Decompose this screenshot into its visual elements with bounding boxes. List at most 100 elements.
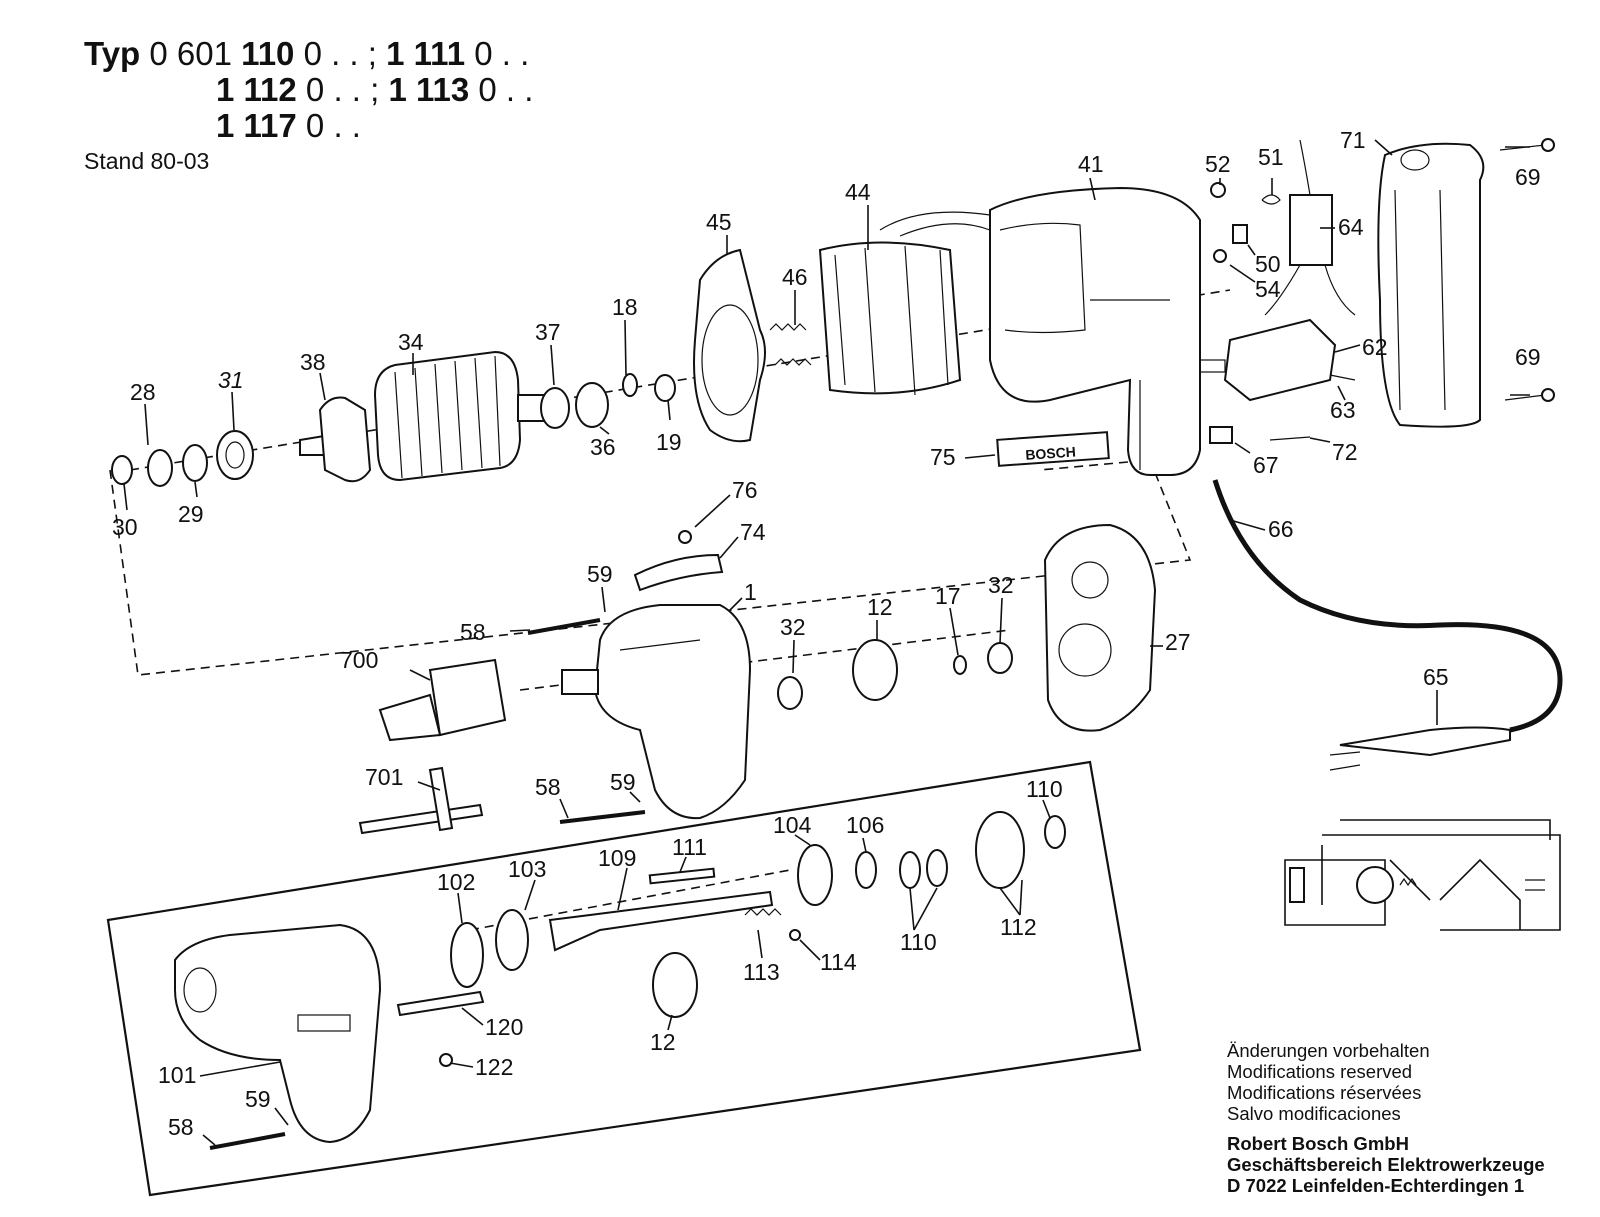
drill-chuck [378, 658, 507, 742]
part-label: 74 [740, 519, 766, 545]
suppressor [1289, 194, 1333, 266]
company-name: Robert Bosch GmbH [1227, 1133, 1409, 1154]
part-label: 32 [780, 614, 806, 640]
field-coil [818, 211, 991, 396]
type-prefix: 0 601 [149, 35, 242, 72]
part-label: 38 [300, 349, 326, 375]
part-label: 106 [846, 812, 884, 838]
company-address: Robert Bosch GmbH Geschäftsbereich Elekt… [1227, 1133, 1545, 1196]
type-suffix: 0 . . [296, 107, 361, 144]
part-label: 66 [1268, 516, 1294, 542]
part-label: 12 [867, 594, 893, 620]
ball-114 [789, 929, 801, 941]
gear-housing [561, 604, 752, 820]
type-code: 1 117 [216, 107, 297, 144]
handle [1377, 142, 1485, 428]
part-label: 104 [773, 812, 812, 838]
part-label: 110 [900, 929, 937, 955]
armature [299, 350, 547, 482]
part-label: 701 [365, 764, 403, 790]
washer-29 [182, 444, 208, 482]
part-label: 44 [845, 179, 871, 205]
part-label: 101 [158, 1062, 196, 1088]
type-code: 1 112 [216, 71, 297, 108]
part-label: 41 [1078, 151, 1104, 177]
part-label: 58 [168, 1114, 194, 1140]
fan-baffle [693, 248, 766, 443]
screw-58 [527, 618, 601, 635]
part-label: 18 [612, 294, 638, 320]
screw-58 [209, 1132, 286, 1150]
part-label: 54 [1255, 276, 1281, 302]
gear-12 [852, 639, 898, 701]
leader-lines [123, 139, 1530, 1146]
part-label: 111 [672, 834, 707, 860]
part-label: 113 [743, 959, 780, 985]
part-label: 114 [820, 949, 857, 975]
bearing-32 [987, 642, 1013, 674]
part-label: 30 [112, 514, 138, 540]
power-cable [1212, 479, 1563, 733]
type-code: 110 [241, 35, 295, 72]
switch [1223, 318, 1337, 402]
part-label: 37 [535, 319, 561, 345]
circlip-110 [1044, 815, 1066, 849]
felt-ring-102 [450, 922, 484, 988]
bosch-nameplate [996, 431, 1110, 467]
part-label: 69 [1515, 164, 1541, 190]
alternative-gear-box-frame [106, 760, 1142, 1197]
circlip-110 [899, 851, 921, 889]
part-label: 110 [1026, 776, 1063, 802]
screw-52 [1210, 182, 1226, 198]
screw-58 [559, 810, 646, 824]
type-line-2: 1 112 0 . . ; 1 113 0 . . [84, 72, 533, 108]
part-label: 112 [1000, 914, 1037, 940]
type-line-1: Typ 0 601 110 0 . . ; 1 111 0 . . [84, 36, 533, 72]
motor-housing [989, 186, 1226, 476]
part-label: 103 [508, 856, 546, 882]
part-label: 27 [1165, 629, 1191, 655]
cover-plate-74 [633, 553, 724, 592]
part-label: 58 [460, 619, 486, 645]
washer-17 [953, 655, 967, 675]
bearing-32 [777, 676, 803, 710]
note-line: Salvo modificaciones [1227, 1103, 1401, 1124]
screw-76 [678, 530, 692, 544]
part-label: 62 [1362, 334, 1388, 360]
part-label: 69 [1515, 344, 1541, 370]
note-line: Änderungen vorbehalten [1227, 1040, 1430, 1061]
spring-icon [744, 908, 782, 916]
part-label: 64 [1338, 214, 1364, 240]
chuck-key [358, 803, 484, 835]
gearbox-cover [1043, 523, 1157, 732]
washer-28 [147, 449, 173, 487]
type-code: 1 111 [386, 35, 466, 72]
alternative-gear-housing [174, 923, 382, 1144]
part-label: 120 [485, 1014, 523, 1040]
gear-112 [975, 811, 1025, 889]
part-label: 102 [437, 869, 475, 895]
part-label: 59 [587, 561, 613, 587]
part-label: 12 [650, 1029, 676, 1055]
part-label: 72 [1332, 439, 1358, 465]
company-location: D 7022 Leinfelden-Echterdingen 1 [1227, 1175, 1525, 1196]
part-label: 67 [1253, 452, 1279, 478]
washer-103 [495, 909, 529, 971]
ball-bearing-104 [797, 844, 833, 906]
spring-icon [769, 323, 812, 366]
type-suffix: 0 . . ; [294, 35, 387, 72]
part-label: 59 [610, 769, 636, 795]
lower-axis-line [469, 869, 791, 931]
assembly-outline [109, 459, 1192, 676]
modification-notes: Änderungen vorbehalten Modifications res… [1227, 1040, 1430, 1124]
screw-63-72 [1269, 374, 1356, 441]
part-label: 45 [706, 209, 732, 235]
lever-120 [396, 990, 485, 1017]
circlip-110 [926, 849, 948, 887]
type-suffix: 0 . . [469, 71, 534, 108]
part-label: 17 [935, 583, 961, 609]
circlip-106 [855, 851, 877, 889]
type-header: Typ 0 601 110 0 . . ; 1 111 0 . . 1 112 … [84, 36, 533, 144]
part-label: 59 [245, 1086, 271, 1112]
